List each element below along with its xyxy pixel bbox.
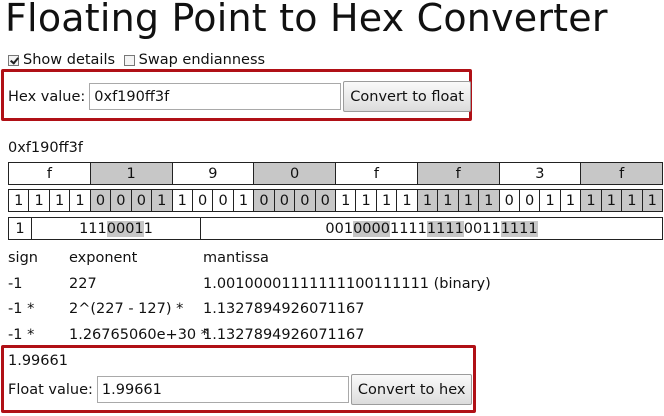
calc-value: -1 bbox=[8, 276, 23, 292]
bit-cell: 1 bbox=[334, 189, 357, 212]
bit-cell: 1 bbox=[559, 189, 582, 212]
nibble-cell: 3 bbox=[498, 162, 582, 185]
bit-cell: 0 bbox=[212, 189, 234, 212]
bit-cell: 1 bbox=[69, 189, 91, 212]
bit-cell: 1 bbox=[232, 189, 255, 212]
nibble-cell: f bbox=[8, 162, 91, 185]
calc-value: -1 * bbox=[8, 327, 35, 343]
show-details-label: Show details bbox=[23, 52, 116, 68]
calc-value: 1.26765060e+30 * bbox=[69, 327, 209, 343]
bit-cell: 1 bbox=[580, 189, 602, 212]
bit-cell: 1 bbox=[416, 189, 439, 212]
swap-endianness-checkbox[interactable] bbox=[123, 54, 135, 66]
float-input-row: Float value: Convert to hex bbox=[8, 374, 473, 405]
mantissa-segment: 1111 bbox=[500, 220, 538, 237]
calc-value: -1 * bbox=[8, 301, 35, 317]
hex-input-row: Hex value: Convert to float bbox=[8, 81, 471, 112]
bit-cell: 0 bbox=[498, 189, 520, 212]
mantissa-bits-cell: 00100001111111100111111 bbox=[200, 217, 663, 240]
mantissa-segment: 001 bbox=[325, 220, 354, 237]
bit-cell: 0 bbox=[294, 189, 316, 212]
mantissa-segment: 1111 bbox=[389, 220, 427, 237]
show-details-option[interactable]: Show details bbox=[8, 52, 115, 68]
calc-value: 1.1327894926071167 bbox=[203, 327, 365, 343]
bit-cell: 0 bbox=[89, 189, 112, 212]
calc-header: exponent bbox=[69, 250, 138, 266]
hex-value-label: Hex value: bbox=[8, 88, 86, 105]
bit-cell: 1 bbox=[539, 189, 561, 212]
nibble-cell: f bbox=[416, 162, 500, 185]
nibble-cell: 0 bbox=[253, 162, 336, 185]
bit-cell: 1 bbox=[171, 189, 193, 212]
bit-cell: 1 bbox=[151, 189, 173, 212]
page-title: Floating Point to Hex Converter bbox=[5, 0, 608, 40]
exponent-bits-cell: 11100011 bbox=[31, 217, 201, 240]
nibble-cell: 1 bbox=[89, 162, 173, 185]
bit-cell: 0 bbox=[518, 189, 541, 212]
calc-value: 2^(227 - 127) * bbox=[69, 301, 184, 317]
exponent-segment: 0001 bbox=[106, 220, 144, 237]
bit-cell: 1 bbox=[600, 189, 623, 212]
show-details-checkbox[interactable] bbox=[8, 54, 19, 66]
mantissa-segment: 1111 bbox=[426, 220, 464, 237]
convert-to-float-button[interactable]: Convert to float bbox=[343, 81, 471, 112]
bit-cell: 1 bbox=[641, 189, 664, 212]
calc-value: 1.1327894926071167 bbox=[203, 301, 365, 317]
sign-bit-cell: 1 bbox=[8, 217, 32, 240]
bit-cell: 0 bbox=[191, 189, 214, 212]
bit-cell: 1 bbox=[375, 189, 398, 212]
nibble-cell: f bbox=[335, 162, 418, 185]
bit-cell: 0 bbox=[273, 189, 296, 212]
mantissa-segment: 0000 bbox=[353, 220, 390, 237]
bit-cell: 1 bbox=[621, 189, 643, 212]
bit-cell: 1 bbox=[457, 189, 480, 212]
options-row: Show details Swap endianness bbox=[8, 52, 269, 70]
calc-value: 1.00100001111111100111111 (binary) bbox=[203, 276, 491, 292]
calc-header: mantissa bbox=[203, 250, 269, 266]
nibble-cell: 9 bbox=[171, 162, 255, 185]
exponent-segment: 111 bbox=[79, 220, 107, 237]
bit-cell: 1 bbox=[48, 189, 71, 212]
bit-cell: 0 bbox=[110, 189, 132, 212]
float-result: 1.99661 bbox=[8, 353, 68, 369]
mantissa-segment: 0011 bbox=[463, 220, 501, 237]
bit-cell: 1 bbox=[7, 189, 30, 212]
float-value-input[interactable] bbox=[96, 376, 349, 403]
bit-cell: 1 bbox=[478, 189, 500, 212]
bit-cell: 1 bbox=[437, 189, 459, 212]
hex-value-input[interactable] bbox=[89, 83, 342, 110]
bit-cell: 1 bbox=[355, 189, 377, 212]
bit-cell: 1 bbox=[28, 189, 50, 212]
exponent-segment: 1 bbox=[143, 220, 153, 237]
bit-cell: 0 bbox=[253, 189, 275, 212]
bit-cell: 0 bbox=[314, 189, 337, 212]
field-table: 1 11100011 00100001111111100111111 bbox=[8, 217, 663, 240]
bit-cell: 1 bbox=[396, 189, 418, 212]
bit-cell: 0 bbox=[130, 189, 153, 212]
float-value-label: Float value: bbox=[8, 381, 93, 398]
nibble-cell: f bbox=[580, 162, 663, 185]
float-input-highlight bbox=[1, 345, 476, 413]
swap-endianness-label: Swap endianness bbox=[138, 52, 266, 68]
convert-to-hex-button[interactable]: Convert to hex bbox=[350, 374, 473, 405]
calc-value: 227 bbox=[69, 276, 97, 292]
hex-display: 0xf190ff3f bbox=[8, 140, 83, 156]
swap-endianness-option[interactable]: Swap endianness bbox=[123, 52, 266, 68]
calc-header: sign bbox=[8, 250, 38, 266]
